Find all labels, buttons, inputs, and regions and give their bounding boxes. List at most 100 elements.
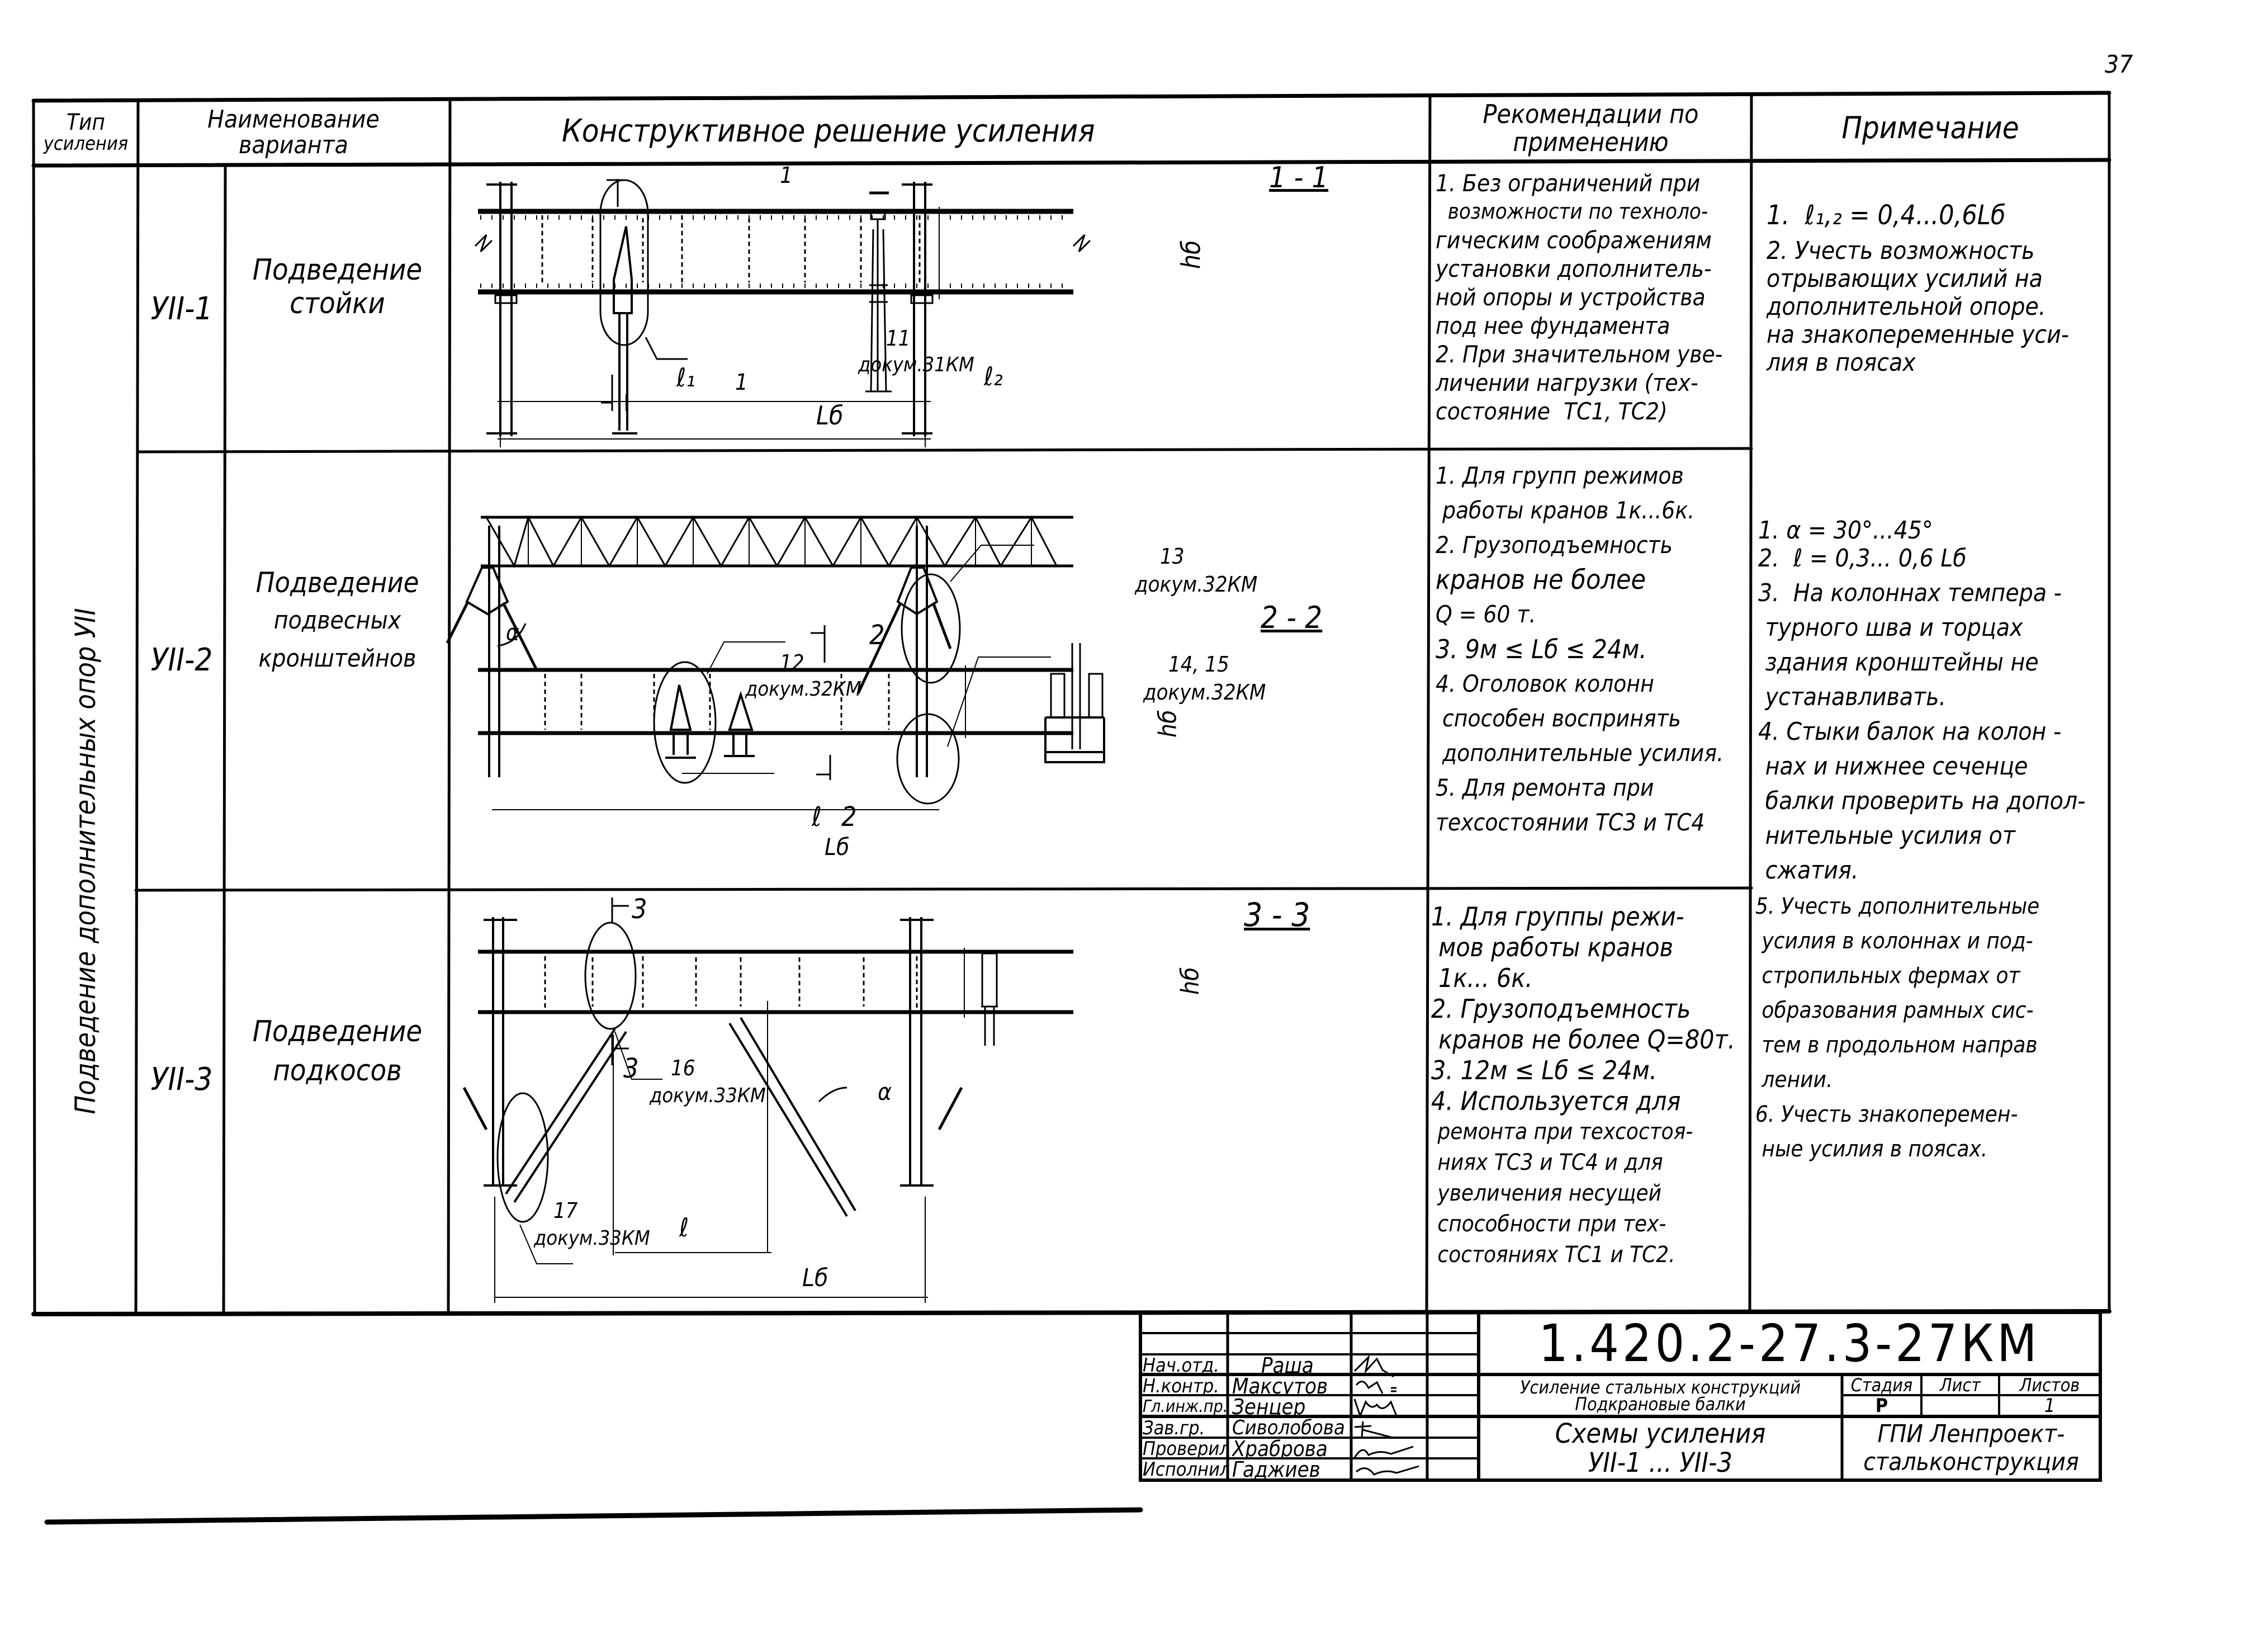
row-3-rec-line: 4. Используется для [1431, 1086, 1681, 1116]
row-3-rec-line: увеличения несущей [1431, 1180, 1662, 1206]
row-2-rec-line: кранов не более [1436, 564, 1646, 596]
row-2-note-line: устанавливать. [1758, 683, 1947, 711]
row-1-name-line1: Подведение [252, 253, 423, 287]
row-2-rec-line: 1. Для групп режимов [1436, 462, 1684, 489]
row-2-note-line: нах и нижнее сеченце [1758, 752, 2028, 781]
signature-role: Нач.отд. [1143, 1355, 1219, 1376]
row-3-recommendations: 1. Для группы режи- мов работы кранов 1к… [1431, 901, 1750, 1270]
row-1-rec-line: установки дополнитель- [1436, 255, 1712, 282]
row-3-dim-height: hб [1176, 967, 1205, 995]
row-1-dim-height: hб [1176, 240, 1206, 270]
row-2-callout-14-number: 14, 15 [1168, 652, 1229, 677]
row-3-rec-line: мов работы кранов [1431, 932, 1674, 962]
row-1-note-line: дополнительной опоре. [1767, 292, 2046, 321]
row-2-callout-12-doc: докум.32КМ [745, 678, 861, 701]
row-1-rec-line: личении нагрузки (тех- [1436, 369, 1698, 396]
header-type-line2: усиления [43, 133, 129, 155]
row-3-rec-line: ремонта при техсостоя- [1431, 1119, 1693, 1145]
row-1-rec-line: возможности по техноло- [1436, 199, 1708, 224]
row-3-name: Подведение подкосов [226, 1001, 448, 1102]
row-3-dim-span: Lб [802, 1264, 828, 1292]
row-2-note-line: балки проверить на допол- [1758, 787, 2086, 815]
row-1-note-line: 1. ℓ₁,₂ = 0,4...0,6Lб [1767, 200, 2006, 231]
row-2-name: Подведение подвесных кронштейнов [226, 537, 448, 705]
row-1-rec-line: состояние ТС1, ТС2) [1436, 398, 1668, 425]
row-3-note-line: усилия в колоннах и под- [1755, 928, 2033, 954]
row-2-section-mark-bottom: 2 [841, 801, 857, 833]
row-3-rec-line: кранов не более Q=80т. [1431, 1024, 1735, 1055]
row-3-rec-line: состояниях ТС1 и ТС2. [1431, 1242, 1675, 1268]
row-3-rec-line: 3. 12м ≤ Lб ≤ 24м. [1431, 1055, 1657, 1085]
row-2-recommendations: 1. Для групп режимов работы кранов 1к...… [1436, 459, 1749, 840]
row-2-callout-14-doc: докум.32КМ [1143, 680, 1266, 705]
stage-label: Стадия [1850, 1374, 1913, 1396]
sheet-value [1921, 1395, 1999, 1416]
row-1-rec-line: 2. При значительном уве- [1436, 341, 1723, 368]
signature-role: Зав.гр. [1143, 1418, 1205, 1438]
row-2-dim-l: ℓ [812, 801, 822, 833]
row-2-callout-13-number: 13 [1160, 544, 1185, 569]
signature-role: Гл.инж.пр. [1143, 1397, 1227, 1416]
drawing-uii-1 [474, 179, 1091, 447]
sheet-label: Лист [1940, 1374, 1981, 1396]
series-title-line1: Усиление стальных конструкций [1519, 1376, 1801, 1398]
row-3-callout-17-doc: докум.33КМ [534, 1227, 650, 1250]
header-rec-line2: применению [1513, 127, 1669, 157]
sheet-title-line1: Схемы усиления [1555, 1418, 1766, 1449]
row-1-rec-line: под нее фундамента [1436, 312, 1670, 339]
row-2-note-line: 1. α = 30°...45° [1758, 516, 1933, 545]
row-3-angle: α [878, 1078, 892, 1106]
row-2-code: УII-2 [150, 641, 213, 678]
row-1-dim-l1: ℓ₁ [676, 362, 695, 393]
row-1-name: Подведение стойки [226, 167, 448, 407]
row-1-rec-line: 1. Без ограничений при [1436, 169, 1701, 197]
header-type: Тип усиления [35, 102, 137, 164]
row-2-note-line: здания кронштейны не [1758, 648, 2039, 677]
row-2-note-line: 2. ℓ = 0,3... 0,6 Lб [1758, 544, 1967, 573]
group-label-text: Подведение дополнительных опор УII [69, 608, 102, 1114]
row-2-notes: 1. α = 30°...45° 2. ℓ = 0,3... 0,6 Lб 3.… [1758, 513, 2105, 888]
row-1-rec-line: ной опоры и устройства [1436, 284, 1706, 311]
header-variant-name: Наименование варианта [138, 101, 449, 164]
row-2-rec-line: 4. Оголовок колонн [1436, 670, 1654, 697]
header-rec-line1: Рекомендации по [1483, 99, 1699, 129]
sheets-value: 1 [2044, 1395, 2056, 1417]
row-3-note-line: ные усилия в поясах. [1755, 1136, 1988, 1162]
row-1-section-mark-top: 1 [780, 163, 793, 188]
row-1-note-line: 2. Учесть возможность [1767, 237, 2035, 265]
organization-line1: ГПИ Ленпроект- [1877, 1420, 2065, 1448]
signature-name: Гаджиев [1232, 1459, 1320, 1480]
row-1-section-mark-bottom: 1 [735, 370, 748, 395]
row-3-note-line: стропильных фермах от [1755, 963, 2020, 989]
row-1-note-line: на знакопеременные уси- [1767, 320, 2070, 349]
row-2-note-line: 4. Стыки балок на колон - [1758, 717, 2062, 746]
signature-name: Зенцер [1232, 1397, 1306, 1417]
row-1-callout-number: 11 [886, 326, 911, 351]
signature-name: Раша [1261, 1355, 1314, 1376]
row-2-rec-line: 5. Для ремонта при [1436, 774, 1654, 801]
series-title-line2: Подкрановые балки [1575, 1393, 1746, 1415]
row-2-name-line2: подвесных [273, 606, 401, 635]
row-1-code: УII-1 [150, 290, 213, 327]
row-1-notes: 1. ℓ₁,₂ = 0,4...0,6Lб 2. Учесть возможно… [1767, 201, 2108, 377]
row-3-rec-line: 1. Для группы режи- [1431, 901, 1684, 932]
row-3-code: УII-3 [150, 1061, 213, 1098]
row-2-note-line: 3. На колоннах темпера - [1758, 579, 2062, 607]
row-2-rec-line: 3. 9м ≤ Lб ≤ 24м. [1436, 634, 1647, 664]
row-3-notes: 5. Учесть дополнительные усилия в колонн… [1755, 889, 2108, 1166]
row-3-section-mark-bottom: 3 [623, 1053, 639, 1084]
group-label: Подведение дополнительных опор УII [35, 168, 136, 1313]
signature-name: Храброва [1232, 1439, 1328, 1459]
organization: ГПИ Ленпроект- стальконструкция [1842, 1416, 2100, 1480]
row-3-callout-17-number: 17 [553, 1198, 578, 1223]
header-type-line1: Тип [67, 110, 105, 135]
row-2-section-mark-top: 2 [869, 620, 885, 651]
header-variant-line1: Наименование [207, 105, 380, 134]
row-3-rec-line: 1к... 6к. [1431, 963, 1533, 993]
row-3-section-mark-top: 3 [632, 894, 647, 925]
row-3-callout-16-number: 16 [671, 1056, 695, 1080]
row-3-name-line1: Подведение [252, 1015, 423, 1048]
page-number: 37 [2105, 50, 2133, 79]
series-title: Усиление стальных конструкций Подкрановы… [1479, 1374, 1842, 1416]
signature-scribbles [1353, 1354, 1419, 1476]
